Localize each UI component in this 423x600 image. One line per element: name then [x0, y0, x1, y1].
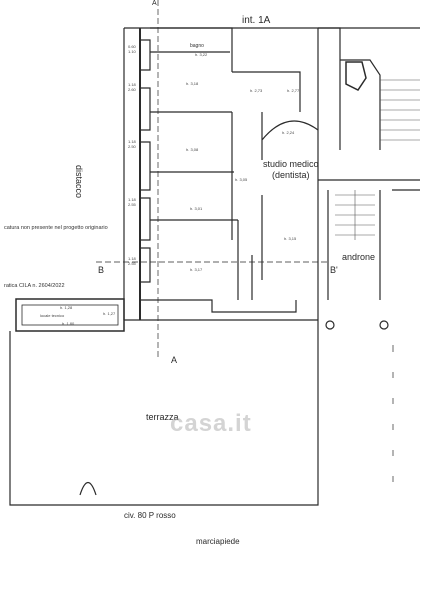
room-bagno: bagno: [190, 43, 204, 49]
lower-walls: [139, 195, 297, 313]
window-dim: 1.18: [128, 256, 136, 261]
section-marker-b-left: B: [98, 265, 105, 275]
room-androne: androne: [342, 252, 376, 262]
window-dim: 2.55: [128, 202, 136, 207]
height-label: h. 3,17: [190, 267, 203, 272]
room-dentista: (dentista): [272, 170, 310, 180]
unit-label: int. 1A: [242, 15, 271, 26]
window-dim: 2.60: [128, 87, 136, 92]
stair-hatch: [335, 79, 420, 240]
window-dim: 1.10: [128, 49, 136, 54]
note-non-presente: catura non presente nel progetto origina…: [4, 225, 108, 231]
room-studio-medico: studio medico: [263, 159, 319, 169]
room-distacco: distacco: [74, 165, 84, 199]
window-bay-3: [140, 141, 234, 191]
studio-arch: [261, 112, 319, 160]
address-civico: civ. 80 P rosso: [124, 511, 176, 520]
partition-bath: [150, 27, 301, 112]
address-street: marciapiede: [196, 537, 240, 546]
height-label: h. 1,27: [103, 311, 116, 316]
section-marker-b-right: B': [330, 265, 338, 275]
height-label: h. 2,24: [282, 130, 295, 135]
height-label: h. 3,01: [190, 206, 203, 211]
height-label: h. 1,28: [60, 305, 73, 310]
room-locale-tecnico: locale tecnico: [40, 313, 65, 318]
window-dim: 1.18: [128, 82, 136, 87]
window-dim: 1.18: [128, 197, 136, 202]
building-outline: [123, 27, 420, 321]
room-terrazza: terrazza: [146, 412, 179, 422]
height-label: h. 3,18: [186, 81, 199, 86]
height-label: h. 2,77: [287, 88, 300, 93]
window-dim: 2.50: [128, 144, 136, 149]
partition-mid: [231, 112, 239, 300]
window-bay-2: [140, 87, 232, 131]
locale-tecnico: [15, 298, 125, 332]
window-bay-5: [140, 247, 151, 283]
stair-wall: [318, 27, 381, 150]
window-dim: 1.18: [128, 139, 136, 144]
section-marker-a-top: A: [152, 0, 157, 7]
stair-box: [345, 61, 367, 91]
height-label: h. 1,80: [62, 321, 75, 326]
window-bay-1: [140, 39, 230, 71]
terrazza-outline: [9, 320, 319, 506]
window-dim: 0.60: [128, 44, 136, 49]
section-marker-a-bottom: A: [171, 355, 178, 365]
note-cila: ratica CILA n. 2604/2022: [4, 283, 65, 289]
window-bay-4: [140, 197, 238, 241]
corridor-wall: [318, 179, 420, 300]
height-label: h. 2,73: [250, 88, 263, 93]
height-label: h. 3,05: [235, 177, 248, 182]
height-label: h. 3,22: [195, 52, 208, 57]
height-label: h. 3,08: [186, 147, 199, 152]
watermark-logo: casa.it: [170, 410, 252, 437]
window-dim: 2.55: [128, 261, 136, 266]
terrazza-door: [79, 481, 97, 496]
height-label: h. 3,15: [284, 236, 297, 241]
